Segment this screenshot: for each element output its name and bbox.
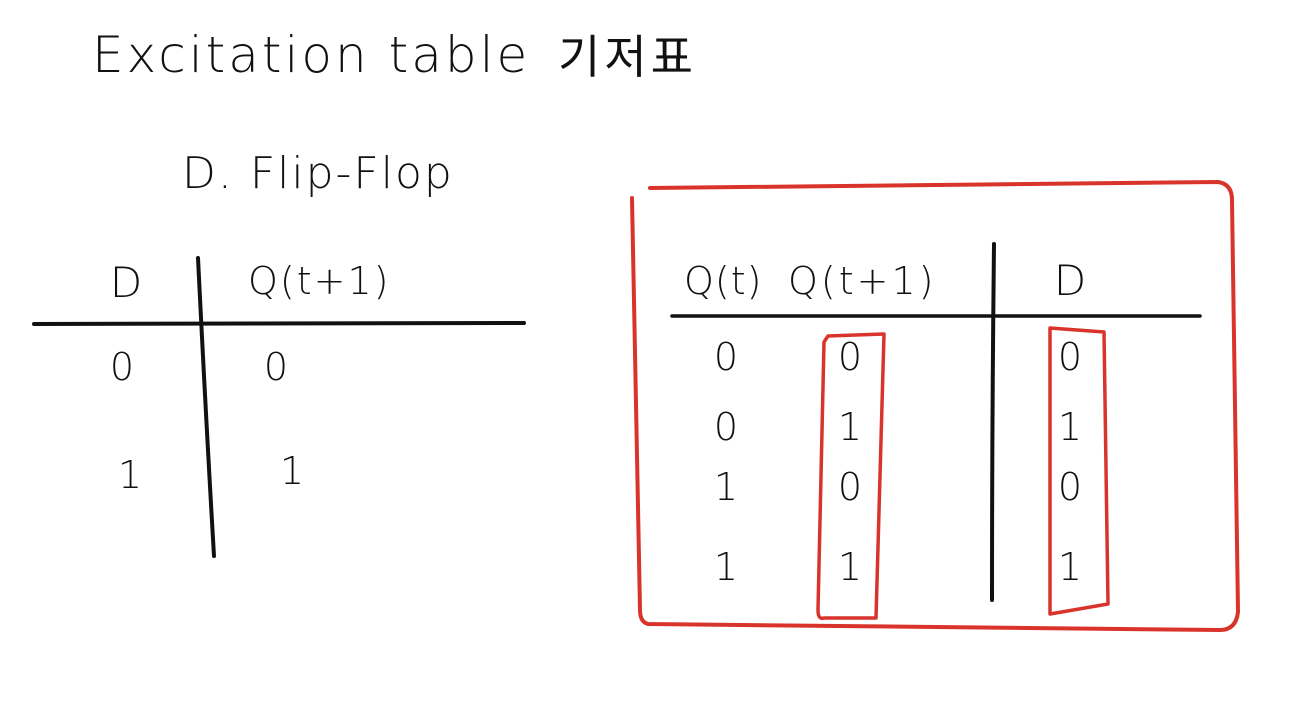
left-table-cell: 0 <box>263 345 289 389</box>
highlight-d-column <box>1048 326 1110 616</box>
right-table-cell: 1 <box>837 545 863 589</box>
right-table-cell: 0 <box>1057 465 1083 509</box>
right-table-header-d: D <box>1053 256 1087 305</box>
left-table-header-d: D <box>109 258 143 307</box>
right-table-header-current-state: Q(t) <box>684 259 763 303</box>
note-subtitle: D. Flip-Flop <box>182 148 454 199</box>
left-table-header-next-state: Q(t+1) <box>248 259 391 303</box>
right-table-cell: 1 <box>1057 405 1083 449</box>
left-table-cell: 0 <box>109 345 135 389</box>
right-table-cell: 0 <box>713 405 739 449</box>
right-table-cell: 1 <box>713 545 739 589</box>
right-table-header-next-state: Q(t+1) <box>788 259 937 303</box>
highlight-outer-box <box>630 180 1240 632</box>
right-table-cell: 1 <box>713 465 739 509</box>
left-table-header-rule <box>32 321 526 326</box>
right-table-cell: 0 <box>837 335 863 379</box>
note-title: Excitation table <box>92 26 531 84</box>
left-table-cell: 1 <box>117 453 143 497</box>
highlight-next-state-column <box>816 332 886 621</box>
left-table-cell: 1 <box>279 449 305 493</box>
right-table-column-rule <box>990 242 996 602</box>
left-table-column-rule <box>196 256 216 558</box>
right-table-cell: 0 <box>837 465 863 509</box>
right-table-cell: 1 <box>837 405 863 449</box>
right-table-cell: 0 <box>1057 335 1083 379</box>
note-title-korean: 기저표 <box>558 30 697 84</box>
right-table-cell: 0 <box>713 335 739 379</box>
right-table-cell: 1 <box>1057 545 1083 589</box>
